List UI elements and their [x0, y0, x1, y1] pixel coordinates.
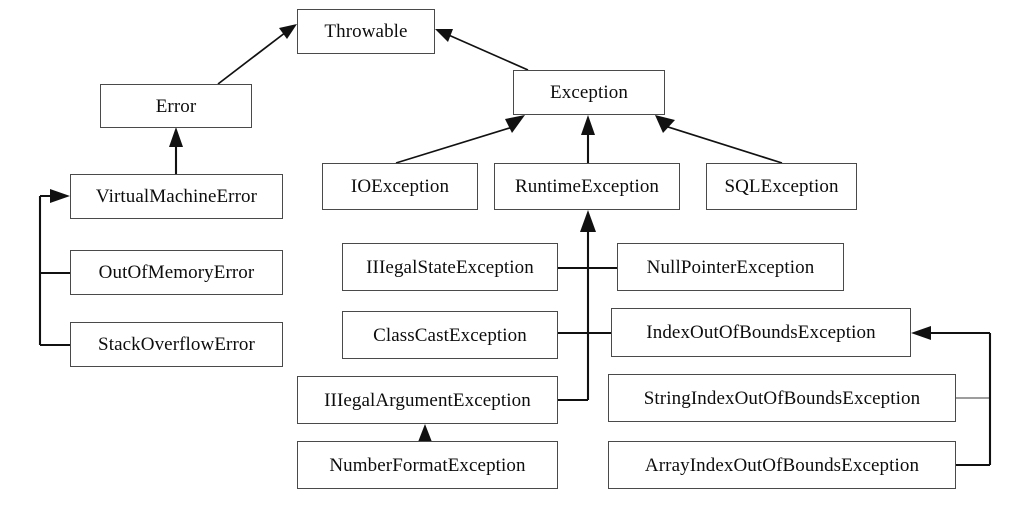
node-label-throwable: Throwable	[324, 21, 408, 42]
node-label-ioexception: IOException	[350, 176, 450, 197]
node-label-illegalstateexception: IIIegalStateException	[366, 256, 534, 278]
node-stackoverflowerror[interactable]: StackOverflowError	[70, 322, 283, 367]
node-throwable[interactable]: Throwable	[297, 9, 435, 54]
node-label-sqlexception: SQLException	[724, 176, 839, 197]
node-error[interactable]: Error	[100, 84, 252, 128]
edge-right-bracket	[911, 326, 992, 467]
node-label-classcastexception: ClassCastException	[373, 324, 527, 346]
edge-runtime-subtree-trunk	[558, 210, 617, 402]
node-label-outofmemoryerror: OutOfMemoryError	[98, 262, 255, 283]
edge-vme-to-error	[169, 127, 183, 174]
edge-exception-to-throwable	[435, 29, 529, 71]
node-label-stringindexoutofboundsexception: StringIndexOutOfBoundsException	[643, 387, 921, 409]
node-label-virtualmachineerror: VirtualMachineError	[95, 186, 258, 207]
edge-left-bracket	[38, 189, 70, 347]
node-runtimeexception[interactable]: RuntimeException	[494, 163, 680, 210]
node-virtualmachineerror[interactable]: VirtualMachineError	[70, 174, 283, 219]
node-indexoutofboundsexception[interactable]: IndexOutOfBoundsException	[611, 308, 911, 357]
node-ioexception[interactable]: IOException	[322, 163, 478, 210]
node-label-error: Error	[155, 95, 197, 117]
node-outofmemoryerror[interactable]: OutOfMemoryError	[70, 250, 283, 295]
node-label-stackoverflowerror: StackOverflowError	[98, 334, 255, 355]
node-label-numberformatexception: NumberFormatException	[329, 454, 526, 476]
edge-sqlexception-to-exception	[655, 115, 783, 164]
node-label-exception: Exception	[550, 82, 628, 103]
node-arrayindexoutofboundsexception[interactable]: ArrayIndexOutOfBoundsException	[608, 441, 956, 489]
node-label-runtimeexception: RuntimeException	[514, 176, 660, 197]
node-sqlexception[interactable]: SQLException	[706, 163, 857, 210]
node-classcastexception[interactable]: ClassCastException	[342, 311, 558, 359]
node-stringindexoutofboundsexception[interactable]: StringIndexOutOfBoundsException	[608, 374, 956, 422]
node-illegalstateexception[interactable]: IIIegalStateException	[342, 243, 558, 291]
node-exception[interactable]: Exception	[513, 70, 665, 115]
edge-ioexception-to-exception	[395, 115, 525, 164]
edge-error-to-throwable	[217, 24, 297, 85]
node-label-indexoutofboundsexception: IndexOutOfBoundsException	[646, 322, 876, 343]
node-numberformatexception[interactable]: NumberFormatException	[297, 441, 558, 489]
node-label-nullpointerexception: NullPointerException	[646, 256, 815, 278]
node-label-arrayindexoutofboundsexception: ArrayIndexOutOfBoundsException	[644, 454, 920, 476]
edge-runtimeexception-to-exception	[581, 115, 595, 163]
node-nullpointerexception[interactable]: NullPointerException	[617, 243, 844, 291]
edge-nfe-to-iae	[418, 424, 432, 442]
node-illegalargumentexception[interactable]: IIIegalArgumentException	[297, 376, 558, 424]
node-label-illegalargumentexception: IIIegalArgumentException	[324, 389, 531, 411]
